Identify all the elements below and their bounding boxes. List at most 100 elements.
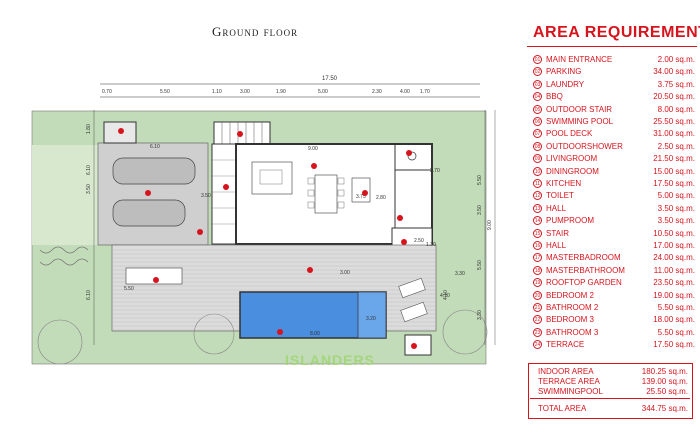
dimension-label: 5.00	[318, 89, 328, 95]
room-name: HALL	[546, 241, 567, 250]
room-number-badge: 16	[533, 241, 542, 250]
room-number-badge: 22	[533, 315, 542, 325]
room-name: BATHROOM 3	[546, 327, 599, 337]
room-marker	[307, 267, 313, 273]
room-area: 8.00 sq.m.	[657, 104, 695, 114]
room-number-badge: 12	[533, 191, 542, 201]
dimension-label: 3.20	[366, 316, 376, 322]
room-number-badge: 24	[533, 340, 542, 350]
dimension-label: 0.70	[102, 89, 112, 95]
hedge	[39, 246, 89, 254]
room-number-badge: 21	[533, 303, 542, 312]
room-name: HALL	[546, 203, 567, 213]
dimension-label: 3.50	[86, 184, 92, 194]
room-area: 5.00 sq.m.	[657, 191, 695, 201]
room-marker	[401, 239, 407, 245]
room-number-badge: 02	[533, 67, 542, 77]
dining-table	[314, 174, 338, 214]
room-name: POOL DECK	[546, 129, 593, 139]
summary-label: TERRACE AREA	[538, 377, 600, 386]
dimension-label: 9.00	[308, 146, 318, 152]
room-number-badge: 15	[533, 228, 542, 238]
room-number-badge: 04	[533, 92, 542, 102]
room-number-badge: 06	[533, 117, 542, 126]
room-name: OUTDOORSHOWER	[546, 141, 623, 151]
room-number-badge: 19	[533, 278, 542, 288]
dimension-label: 3.50	[201, 193, 211, 199]
room-marker	[237, 131, 243, 137]
room-number-badge: 17	[533, 253, 542, 263]
dimension-label: 4.10	[440, 293, 450, 299]
room-marker	[406, 150, 412, 156]
room-number-badge: 13	[533, 203, 542, 213]
room-name: OUTDOOR STAIR	[546, 104, 613, 114]
room-name: MASTERBATHROOM	[546, 265, 625, 275]
room-name: BEDROOM 3	[546, 315, 595, 325]
room-number-badge: 01	[533, 55, 542, 64]
room-area: 5.50 sq.m.	[657, 303, 695, 312]
room-area: 17.50 sq.m.	[653, 340, 695, 350]
room-number-badge: 14	[533, 216, 542, 226]
room-area: 21.50 sq.m.	[653, 154, 695, 164]
summary-label: INDOOR AREA	[538, 367, 594, 376]
room-marker	[411, 343, 417, 349]
dimension-label: 3.30	[477, 310, 483, 320]
room-area: 11.00 sq.m.	[653, 265, 695, 275]
room-name: DININGROOM	[546, 166, 599, 176]
room-marker	[145, 190, 151, 196]
area-requirement-title: AREA REQUIREMENT	[533, 24, 700, 41]
room-name: BEDROOM 2	[546, 290, 595, 300]
dimension-label: 3.00	[340, 270, 350, 276]
room-area: 3.50 sq.m.	[657, 203, 695, 213]
room-name: PUMPROOM	[546, 216, 594, 226]
room-area: 18.00 sq.m.	[653, 315, 695, 325]
toilet-fixture	[407, 151, 417, 161]
dimension-label: 4.10	[443, 290, 449, 300]
room-number-badge: 03	[533, 79, 542, 89]
room-marker	[197, 229, 203, 235]
total-label: TOTAL AREA	[538, 404, 587, 413]
room-marker	[118, 128, 124, 134]
room-area: 17.50 sq.m.	[653, 179, 695, 188]
room-row: 16 HALL 17.00 sq.m.	[533, 241, 695, 251]
summary-label: SWIMMINGPOOL	[538, 387, 603, 396]
room-area: 3.50 sq.m.	[657, 216, 695, 226]
dimension-label: 9.00	[487, 220, 493, 230]
room-marker	[362, 190, 368, 196]
room-name: MAIN ENTRANCE	[546, 55, 613, 64]
dimension-label: 5.50	[477, 175, 483, 185]
room-number-badge: 10	[533, 166, 542, 176]
room-area: 17.00 sq.m.	[653, 241, 695, 250]
room-name: BBQ	[546, 92, 563, 102]
room-marker	[277, 329, 283, 335]
islanders-watermark: ISLANDERS	[285, 352, 375, 368]
room-name: KITCHEN	[546, 179, 582, 188]
room-name: ROOFTOP GARDEN	[546, 278, 622, 288]
summary-separator	[530, 398, 690, 399]
dimension-label: 1.80	[86, 124, 92, 134]
room-area: 25.50 sq.m.	[653, 117, 695, 126]
room-row: 22 BEDROOM 3 18.00 sq.m.	[533, 315, 695, 325]
plan-title: Ground floor	[212, 24, 299, 39]
room-area: 23.50 sq.m.	[653, 278, 695, 288]
total-value: 344.75 sq.m.	[641, 404, 688, 413]
summary-value: 180.25 sq.m.	[641, 367, 688, 376]
room-marker	[153, 277, 159, 283]
room-number-badge: 05	[533, 104, 542, 114]
overall-dimension: 17.50	[322, 76, 338, 82]
sofa	[251, 161, 293, 195]
dimension-label: 3.30	[455, 271, 465, 277]
dimension-label: 2.50	[414, 238, 424, 244]
